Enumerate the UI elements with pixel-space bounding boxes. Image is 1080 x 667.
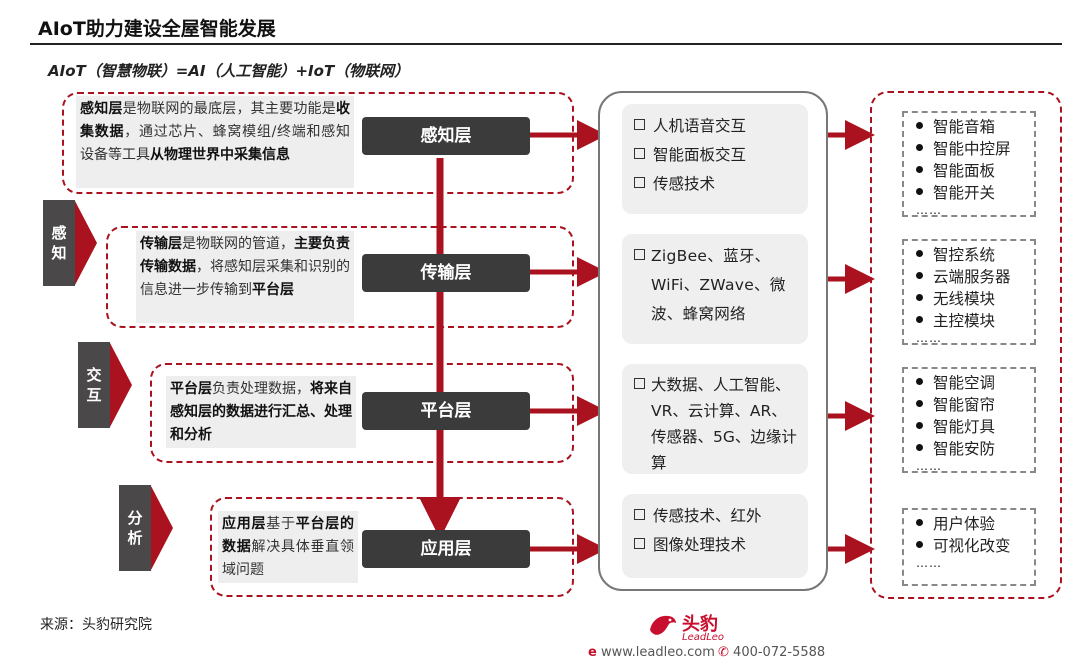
checkbox-square-icon — [634, 177, 645, 188]
product-item: 智能开关 — [916, 182, 1026, 204]
bullet-icon — [916, 400, 923, 407]
perception-layer-frame — [62, 92, 574, 194]
side-tab-perception: 感知 — [43, 200, 75, 286]
brand-name: 头豹 — [682, 614, 718, 635]
more-ellipsis: …… — [916, 556, 942, 570]
perception-layer-description: 感知层是物联网的最底层，其主要功能是收集数据，通过芯片、蜂窝模组/终端和感知设备… — [76, 96, 354, 188]
tech-group-application: 传感技术、红外 图像处理技术 — [622, 494, 808, 578]
bullet-icon — [916, 422, 923, 429]
product-item: 用户体验 — [916, 513, 1026, 535]
product-item: 智能面板 — [916, 160, 1026, 182]
application-layer-description: 应用层基于平台层的数据解决具体垂直领域问题 — [218, 511, 358, 583]
bullet-icon — [916, 541, 923, 548]
checkbox-square-icon — [634, 378, 645, 389]
bullet-icon — [916, 272, 923, 279]
product-item: 智能中控屏 — [916, 138, 1026, 160]
more-ellipsis: …… — [916, 459, 942, 473]
bullet-icon — [916, 444, 923, 451]
layer-label-application: 应用层 — [362, 530, 530, 568]
product-group-application: 用户体验 可视化改变 …… — [902, 508, 1036, 586]
tech-group-platform: 大数据、人工智能、VR、云计算、AR、传感器、5G、边缘计算 — [622, 364, 808, 474]
platform-layer-frame — [150, 363, 574, 463]
platform-layer-description: 平台层负责处理数据，将来自感知层的数据进行汇总、处理和分析 — [166, 376, 356, 448]
phone-icon: ✆ — [718, 645, 729, 660]
checkbox-square-icon — [634, 538, 645, 549]
layer-label-transport: 传输层 — [362, 254, 530, 292]
tech-item: ZigBee、蓝牙、WiFi、ZWave、微波、蜂窝网络 — [634, 242, 800, 329]
product-item: 智控系统 — [916, 244, 1026, 266]
product-item: 智能灯具 — [916, 416, 1026, 438]
product-item: 智能窗帘 — [916, 394, 1026, 416]
side-tab-interaction: 交互 — [78, 342, 110, 428]
application-layer-frame — [210, 497, 574, 597]
tech-item: 人机语音交互 — [634, 112, 796, 141]
product-column — [870, 91, 1062, 599]
product-item: 可视化改变 — [916, 535, 1026, 557]
side-tab-pointer — [75, 201, 97, 285]
tech-item: 智能面板交互 — [634, 141, 796, 170]
checkbox-square-icon — [634, 148, 645, 159]
tech-item: 传感技术、红外 — [634, 502, 796, 531]
product-item: 无线模块 — [916, 288, 1026, 310]
website-link[interactable]: e www.leadleo.com — [588, 645, 715, 660]
source-note: 来源：头豹研究院 — [40, 617, 152, 633]
layer-label-platform: 平台层 — [362, 392, 530, 430]
side-tab-analysis: 分析 — [119, 485, 151, 571]
tech-group-perception: 人机语音交互 智能面板交互 传感技术 — [622, 104, 808, 214]
bullet-icon — [916, 378, 923, 385]
title-divider — [30, 43, 1062, 45]
checkbox-square-icon — [634, 249, 645, 260]
more-ellipsis: …… — [916, 331, 942, 345]
web-e-icon: e — [588, 645, 597, 660]
product-item: 云端服务器 — [916, 266, 1026, 288]
product-item: 主控模块 — [916, 310, 1026, 332]
formula-subtitle: AIoT（智慧物联）=AI（人工智能）+IoT（物联网） — [48, 62, 410, 80]
tech-item: 图像处理技术 — [634, 531, 796, 560]
bullet-icon — [916, 144, 923, 151]
tech-item: 大数据、人工智能、VR、云计算、AR、传感器、5G、边缘计算 — [634, 372, 802, 476]
side-tab-pointer — [151, 486, 173, 570]
product-item: 智能安防 — [916, 438, 1026, 460]
bullet-icon — [916, 519, 923, 526]
bullet-icon — [916, 294, 923, 301]
bullet-icon — [916, 122, 923, 129]
checkbox-square-icon — [634, 509, 645, 520]
product-group-transport: 智控系统 云端服务器 无线模块 主控模块 …… — [902, 239, 1036, 345]
product-item: 智能音箱 — [916, 116, 1026, 138]
bullet-icon — [916, 166, 923, 173]
phone-number: ✆ 400-072-5588 — [718, 645, 826, 660]
tech-group-transport: ZigBee、蓝牙、WiFi、ZWave、微波、蜂窝网络 — [622, 234, 808, 344]
bullet-icon — [916, 188, 923, 195]
transport-layer-description: 传输层是物联网的管道，主要负责传输数据，将感知层采集和识别的信息进一步传输到平台… — [136, 231, 354, 323]
transport-layer-frame — [106, 226, 574, 328]
bullet-icon — [916, 250, 923, 257]
brand-subname: LeadLeo — [682, 632, 725, 643]
page-title: AIoT助力建设全屋智能发展 — [38, 18, 276, 40]
tech-item: 传感技术 — [634, 170, 796, 199]
product-group-perception: 智能音箱 智能中控屏 智能面板 智能开关 …… — [902, 111, 1036, 217]
layer-label-perception: 感知层 — [362, 117, 530, 155]
product-group-platform: 智能空调 智能窗帘 智能灯具 智能安防 …… — [902, 367, 1036, 473]
leopard-logo-icon — [650, 615, 676, 635]
checkbox-square-icon — [634, 119, 645, 130]
bullet-icon — [916, 316, 923, 323]
side-tab-pointer — [110, 343, 132, 427]
product-item: 智能空调 — [916, 372, 1026, 394]
more-ellipsis: …… — [916, 203, 942, 217]
